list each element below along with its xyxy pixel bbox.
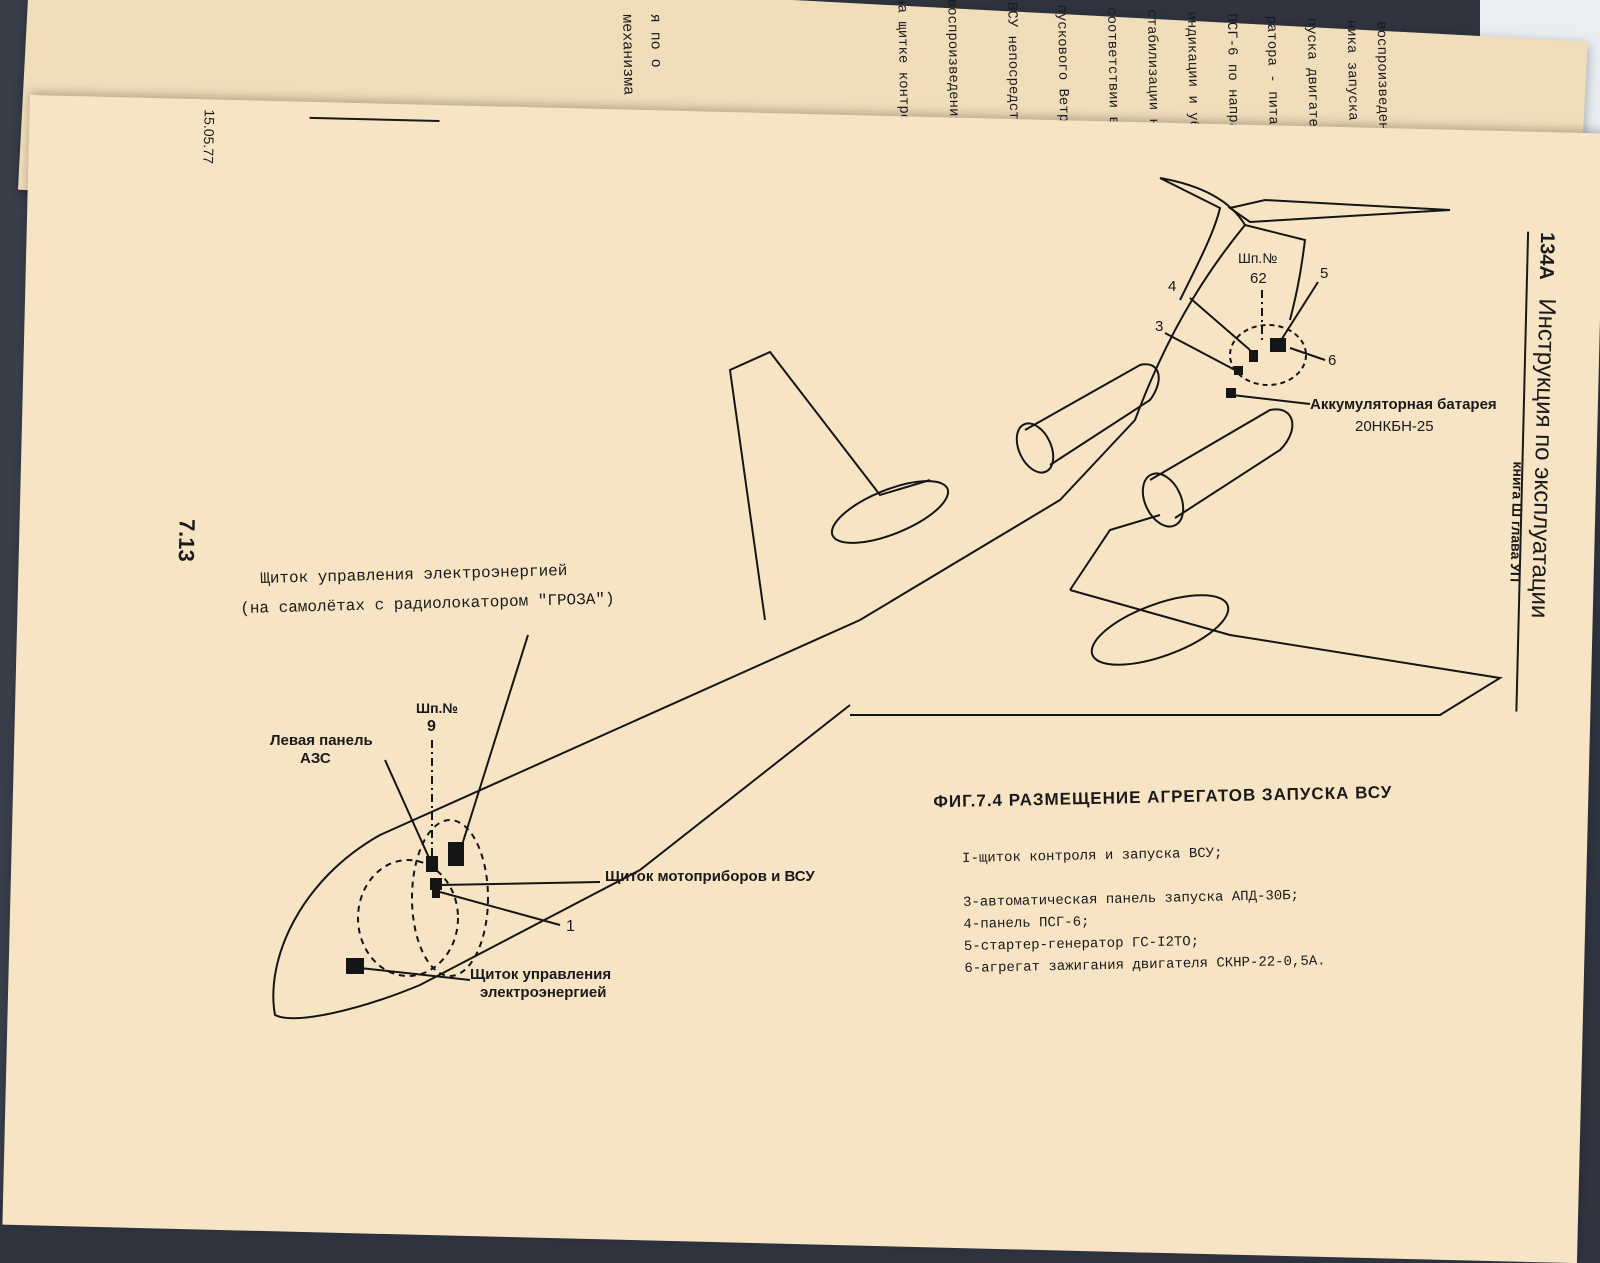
label-item4: 4 bbox=[1168, 278, 1177, 295]
leader-battery bbox=[1231, 394, 1311, 405]
tail-cone bbox=[1244, 224, 1307, 321]
battery-box bbox=[1226, 388, 1236, 398]
engine-intake-lower bbox=[1141, 472, 1185, 528]
right-gear-fairing bbox=[1090, 594, 1230, 666]
label-left-azs-1: Левая панель bbox=[270, 732, 373, 749]
fuselage-outline bbox=[272, 224, 1246, 1020]
label-frame62-prefix: Шп.№ bbox=[1238, 250, 1278, 266]
label-item3: 3 bbox=[1155, 318, 1164, 335]
label-battery-1: Аккумуляторная батарея bbox=[1310, 396, 1497, 413]
vertical-stabilizer bbox=[1159, 177, 1246, 301]
cockpit-dashed-left bbox=[357, 859, 459, 977]
label-frame9-num: 9 bbox=[427, 718, 436, 735]
label-left-azs-2: АЗС bbox=[300, 750, 331, 767]
right-wing bbox=[850, 514, 1503, 716]
label-engine-panel: Щиток мотоприборов и ВСУ bbox=[605, 868, 815, 885]
engine-intake-upper bbox=[1015, 422, 1055, 474]
label-power-panel-1: Щиток управления bbox=[470, 966, 612, 983]
label-frame62-num: 62 bbox=[1250, 270, 1267, 287]
item5-box bbox=[1270, 338, 1286, 352]
leader-engine-panel bbox=[439, 881, 601, 886]
cockpit-dashed-right bbox=[411, 819, 489, 977]
left-azs-box bbox=[426, 856, 438, 872]
apu-compartment bbox=[1229, 324, 1307, 386]
power-panel-box bbox=[346, 958, 364, 974]
leader-power-panel bbox=[359, 967, 471, 981]
leader-item3 bbox=[1164, 332, 1236, 371]
leader-left-azs bbox=[384, 759, 431, 861]
item4-box bbox=[1249, 350, 1258, 362]
aircraft-diagram bbox=[272, 177, 1503, 1020]
leader-item1 bbox=[439, 891, 561, 926]
leader-groza bbox=[461, 634, 529, 846]
engine-nacelle-lower bbox=[1149, 408, 1294, 519]
horizontal-stabilizer bbox=[1227, 198, 1451, 224]
label-item6: 6 bbox=[1328, 352, 1337, 369]
engine-panel-box bbox=[430, 878, 442, 890]
power-panel-groza-box bbox=[448, 842, 464, 866]
left-gear-fairing bbox=[830, 480, 950, 544]
label-item1: 1 bbox=[566, 918, 575, 935]
engine-nacelle-upper bbox=[1024, 363, 1160, 466]
label-item5: 5 bbox=[1320, 265, 1329, 282]
item3-box bbox=[1234, 366, 1243, 375]
left-wing bbox=[728, 350, 931, 621]
leader-item4 bbox=[1189, 297, 1251, 351]
leader-item5 bbox=[1277, 281, 1319, 346]
label-frame9-prefix: Шп.№ bbox=[416, 700, 459, 716]
leader-item6 bbox=[1289, 347, 1326, 361]
label-battery-2: 20НКБН-25 bbox=[1355, 418, 1434, 435]
label-power-panel-2: электроэнергией bbox=[480, 984, 607, 1001]
item1-box bbox=[432, 890, 440, 898]
